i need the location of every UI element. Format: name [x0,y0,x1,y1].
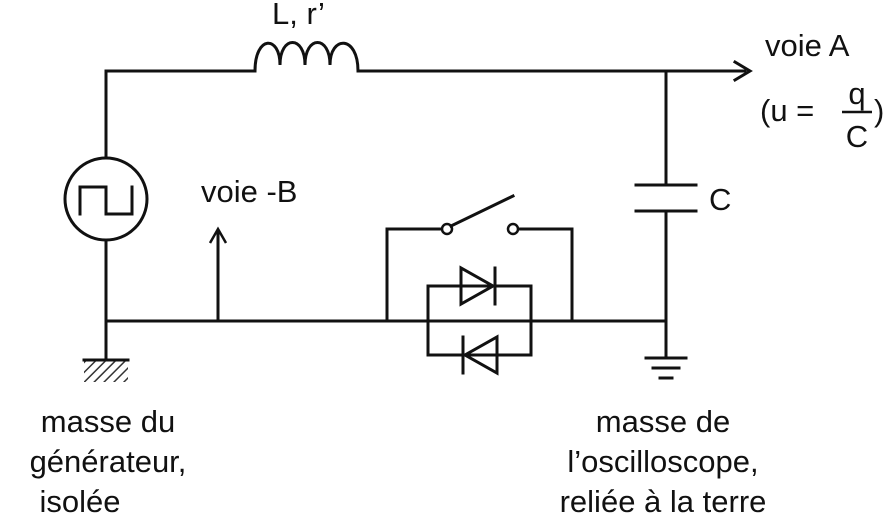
generator-ground-line-3: isolée [40,484,121,518]
diode-forward-icon [459,265,497,307]
top-wire [104,59,753,83]
formula-open: (u = [760,93,814,128]
capacitor [634,69,698,360]
generator-ground-line-2: générateur, [30,444,187,479]
square-wave-generator-icon [63,156,149,242]
switch [385,193,574,323]
chassis-ground-icon [82,358,130,382]
scope-ground-line-2: l’oscilloscope, [567,444,758,479]
scope-ground-line-3: reliée à la terre [560,484,767,518]
earth-ground-icon [644,356,688,380]
formula-denominator: C [846,119,868,154]
voltage-formula: (u = q C ) [760,76,884,154]
channel-b-label: voie -B [201,174,297,209]
channel-b-arrow-icon [208,226,228,323]
inductor-label: L, r’ [272,0,325,31]
capacitor-label: C [709,182,731,217]
generator-ground-label: masse du générateur, isolée [30,404,187,518]
channel-a-label: voie A [765,28,850,63]
generator-ground-line-1: masse du [41,404,175,439]
inductor-coil [253,41,360,73]
diode-reverse-icon [461,334,499,376]
formula-close: ) [874,93,884,128]
formula-numerator: q [848,76,865,111]
diodes [426,265,533,376]
scope-ground-line-1: masse de [596,404,730,439]
scope-ground-label: masse de l’oscilloscope, reliée à la ter… [560,404,767,518]
